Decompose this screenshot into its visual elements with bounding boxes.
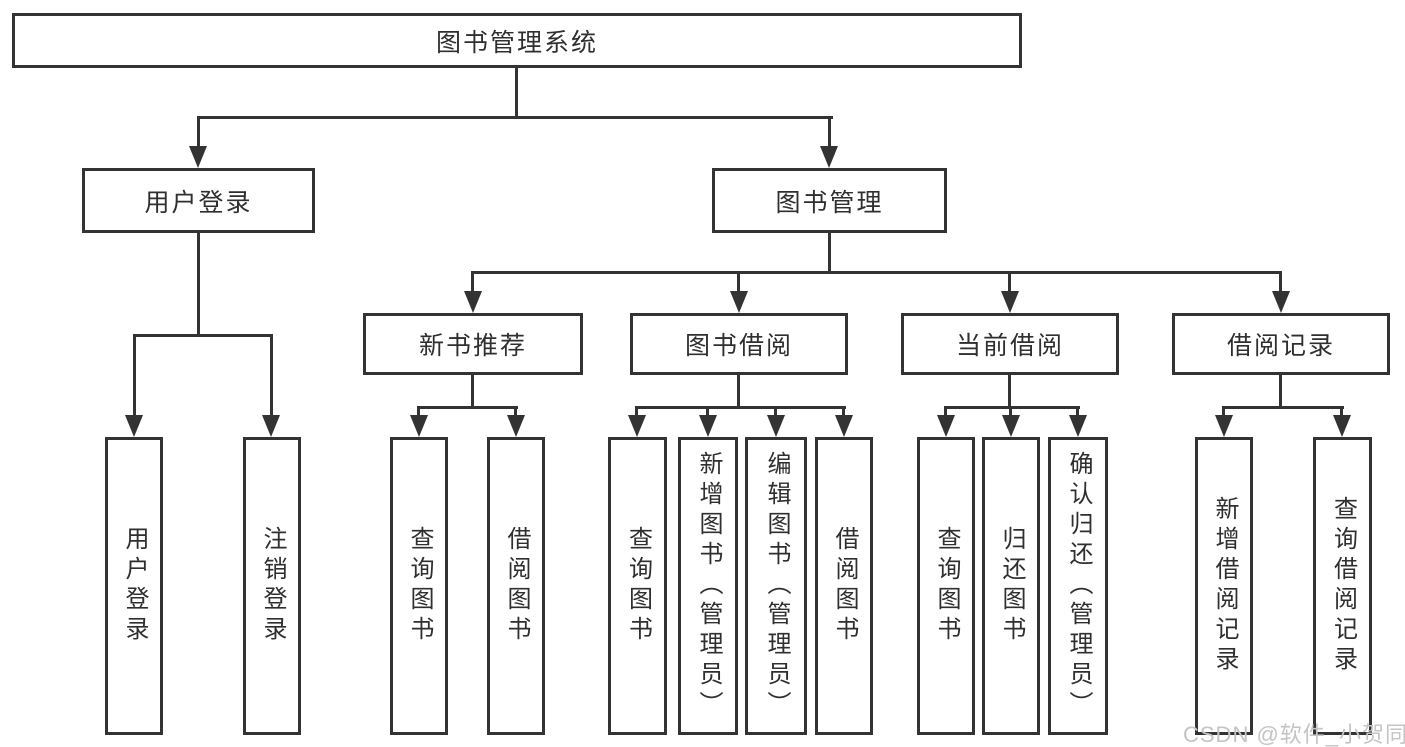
arrow-down-icon — [1333, 415, 1351, 437]
connector-line — [197, 116, 200, 152]
arrow-down-icon — [507, 415, 525, 437]
leaf-logout-label: 注销登录 — [259, 526, 286, 646]
watermark: CSDN @软件_小贺同学 — [1183, 722, 1405, 747]
arrow-down-icon — [820, 146, 838, 168]
leaf-user-login: 用户登录 — [105, 437, 163, 735]
leaf-newbooks-borrow-books: 借阅图书 — [487, 437, 545, 735]
connector-line — [636, 406, 846, 409]
arrow-down-icon — [699, 415, 717, 437]
connector-line — [1222, 406, 1344, 409]
connector-line — [828, 116, 831, 152]
connector-line — [774, 406, 777, 420]
connector-line — [417, 406, 518, 409]
node-new-book-recommend-label: 新书推荐 — [418, 332, 527, 360]
connector-line — [737, 375, 740, 409]
arrow-down-icon — [767, 415, 785, 437]
leaf-current-return-books-label: 归还图书 — [998, 526, 1025, 646]
arrow-down-icon — [189, 146, 207, 168]
connector-line — [706, 406, 709, 420]
connector-line — [133, 334, 273, 337]
connector-line — [737, 271, 740, 295]
leaf-borrowing-edit-books-admin: 编辑图书（管理员） — [745, 437, 807, 735]
leaf-borrowing-borrow-books-label: 借阅图书 — [831, 526, 858, 646]
node-borrowing-records: 借阅记录 — [1172, 313, 1390, 375]
node-root: 图书管理系统 — [12, 13, 1022, 68]
leaf-borrowing-add-books-admin: 新增图书（管理员） — [678, 437, 738, 735]
node-book-borrowing: 图书借阅 — [630, 313, 848, 375]
connector-line — [1340, 406, 1343, 420]
arrow-down-icon — [1272, 291, 1290, 313]
connector-line — [842, 406, 845, 420]
arrow-down-icon — [262, 415, 280, 437]
connector-line — [1008, 375, 1011, 409]
leaf-newbooks-query-books-label: 查询图书 — [406, 526, 433, 646]
arrow-down-icon — [730, 291, 748, 313]
leaf-current-confirm-return-admin-label: 确认归还（管理员） — [1065, 451, 1092, 721]
connector-line — [635, 406, 638, 420]
arrow-down-icon — [937, 415, 955, 437]
arrow-down-icon — [1001, 291, 1019, 313]
leaf-current-return-books: 归还图书 — [982, 437, 1040, 735]
connector-line — [197, 233, 200, 337]
connector-line — [1009, 406, 1012, 420]
leaf-records-query-record-label: 查询借阅记录 — [1329, 496, 1357, 676]
arrow-down-icon — [1069, 415, 1087, 437]
connector-line — [1008, 271, 1011, 295]
connector-line — [270, 334, 273, 419]
leaf-current-query-books: 查询图书 — [917, 437, 975, 735]
leaf-borrowing-query-books: 查询图书 — [608, 437, 667, 735]
connector-line — [1222, 406, 1225, 420]
leaf-records-query-record: 查询借阅记录 — [1313, 437, 1372, 735]
connector-line — [417, 406, 420, 420]
node-book-management: 图书管理 — [712, 168, 947, 233]
node-book-management-label: 图书管理 — [775, 188, 884, 217]
node-user-login: 用户登录 — [82, 168, 315, 233]
connector-line — [471, 271, 474, 295]
leaf-borrowing-add-books-admin-label: 新增图书（管理员） — [695, 451, 722, 721]
leaf-records-add-record-label: 新增借阅记录 — [1211, 496, 1238, 676]
node-new-book-recommend: 新书推荐 — [363, 313, 583, 375]
node-book-borrowing-label: 图书借阅 — [684, 332, 793, 360]
connector-line — [1279, 375, 1282, 409]
arrow-down-icon — [835, 415, 853, 437]
arrow-down-icon — [1215, 415, 1233, 437]
leaf-current-confirm-return-admin: 确认归还（管理员） — [1048, 437, 1108, 735]
leaf-logout: 注销登录 — [243, 437, 301, 735]
leaf-borrowing-edit-books-admin-label: 编辑图书（管理员） — [763, 451, 790, 721]
leaf-borrowing-borrow-books: 借阅图书 — [815, 437, 873, 735]
arrow-down-icon — [1002, 415, 1020, 437]
connector-line — [828, 233, 831, 274]
connector-line — [471, 271, 1282, 274]
connector-line — [1076, 406, 1079, 420]
connector-line — [197, 116, 833, 119]
node-root-label: 图书管理系统 — [435, 28, 598, 57]
leaf-records-add-record: 新增借阅记录 — [1195, 437, 1253, 735]
leaf-current-query-books-label: 查询图书 — [933, 526, 960, 646]
connector-line — [515, 66, 518, 118]
arrow-down-icon — [628, 415, 646, 437]
leaf-newbooks-query-books: 查询图书 — [390, 437, 448, 735]
arrow-down-icon — [464, 291, 482, 313]
connector-line — [133, 334, 136, 419]
leaf-borrowing-query-books-label: 查询图书 — [624, 526, 652, 646]
node-user-login-label: 用户登录 — [144, 188, 253, 217]
connector-line — [944, 406, 947, 420]
node-current-borrowing-label: 当前借阅 — [955, 332, 1064, 360]
node-borrowing-records-label: 借阅记录 — [1226, 332, 1335, 360]
connector-line — [1279, 271, 1282, 295]
connector-line — [471, 375, 474, 409]
arrow-down-icon — [125, 415, 143, 437]
node-current-borrowing: 当前借阅 — [901, 313, 1119, 375]
leaf-user-login-label: 用户登录 — [121, 526, 148, 646]
connector-line — [944, 406, 1080, 409]
leaf-newbooks-borrow-books-label: 借阅图书 — [503, 526, 530, 646]
connector-line — [514, 406, 517, 420]
arrow-down-icon — [410, 415, 428, 437]
